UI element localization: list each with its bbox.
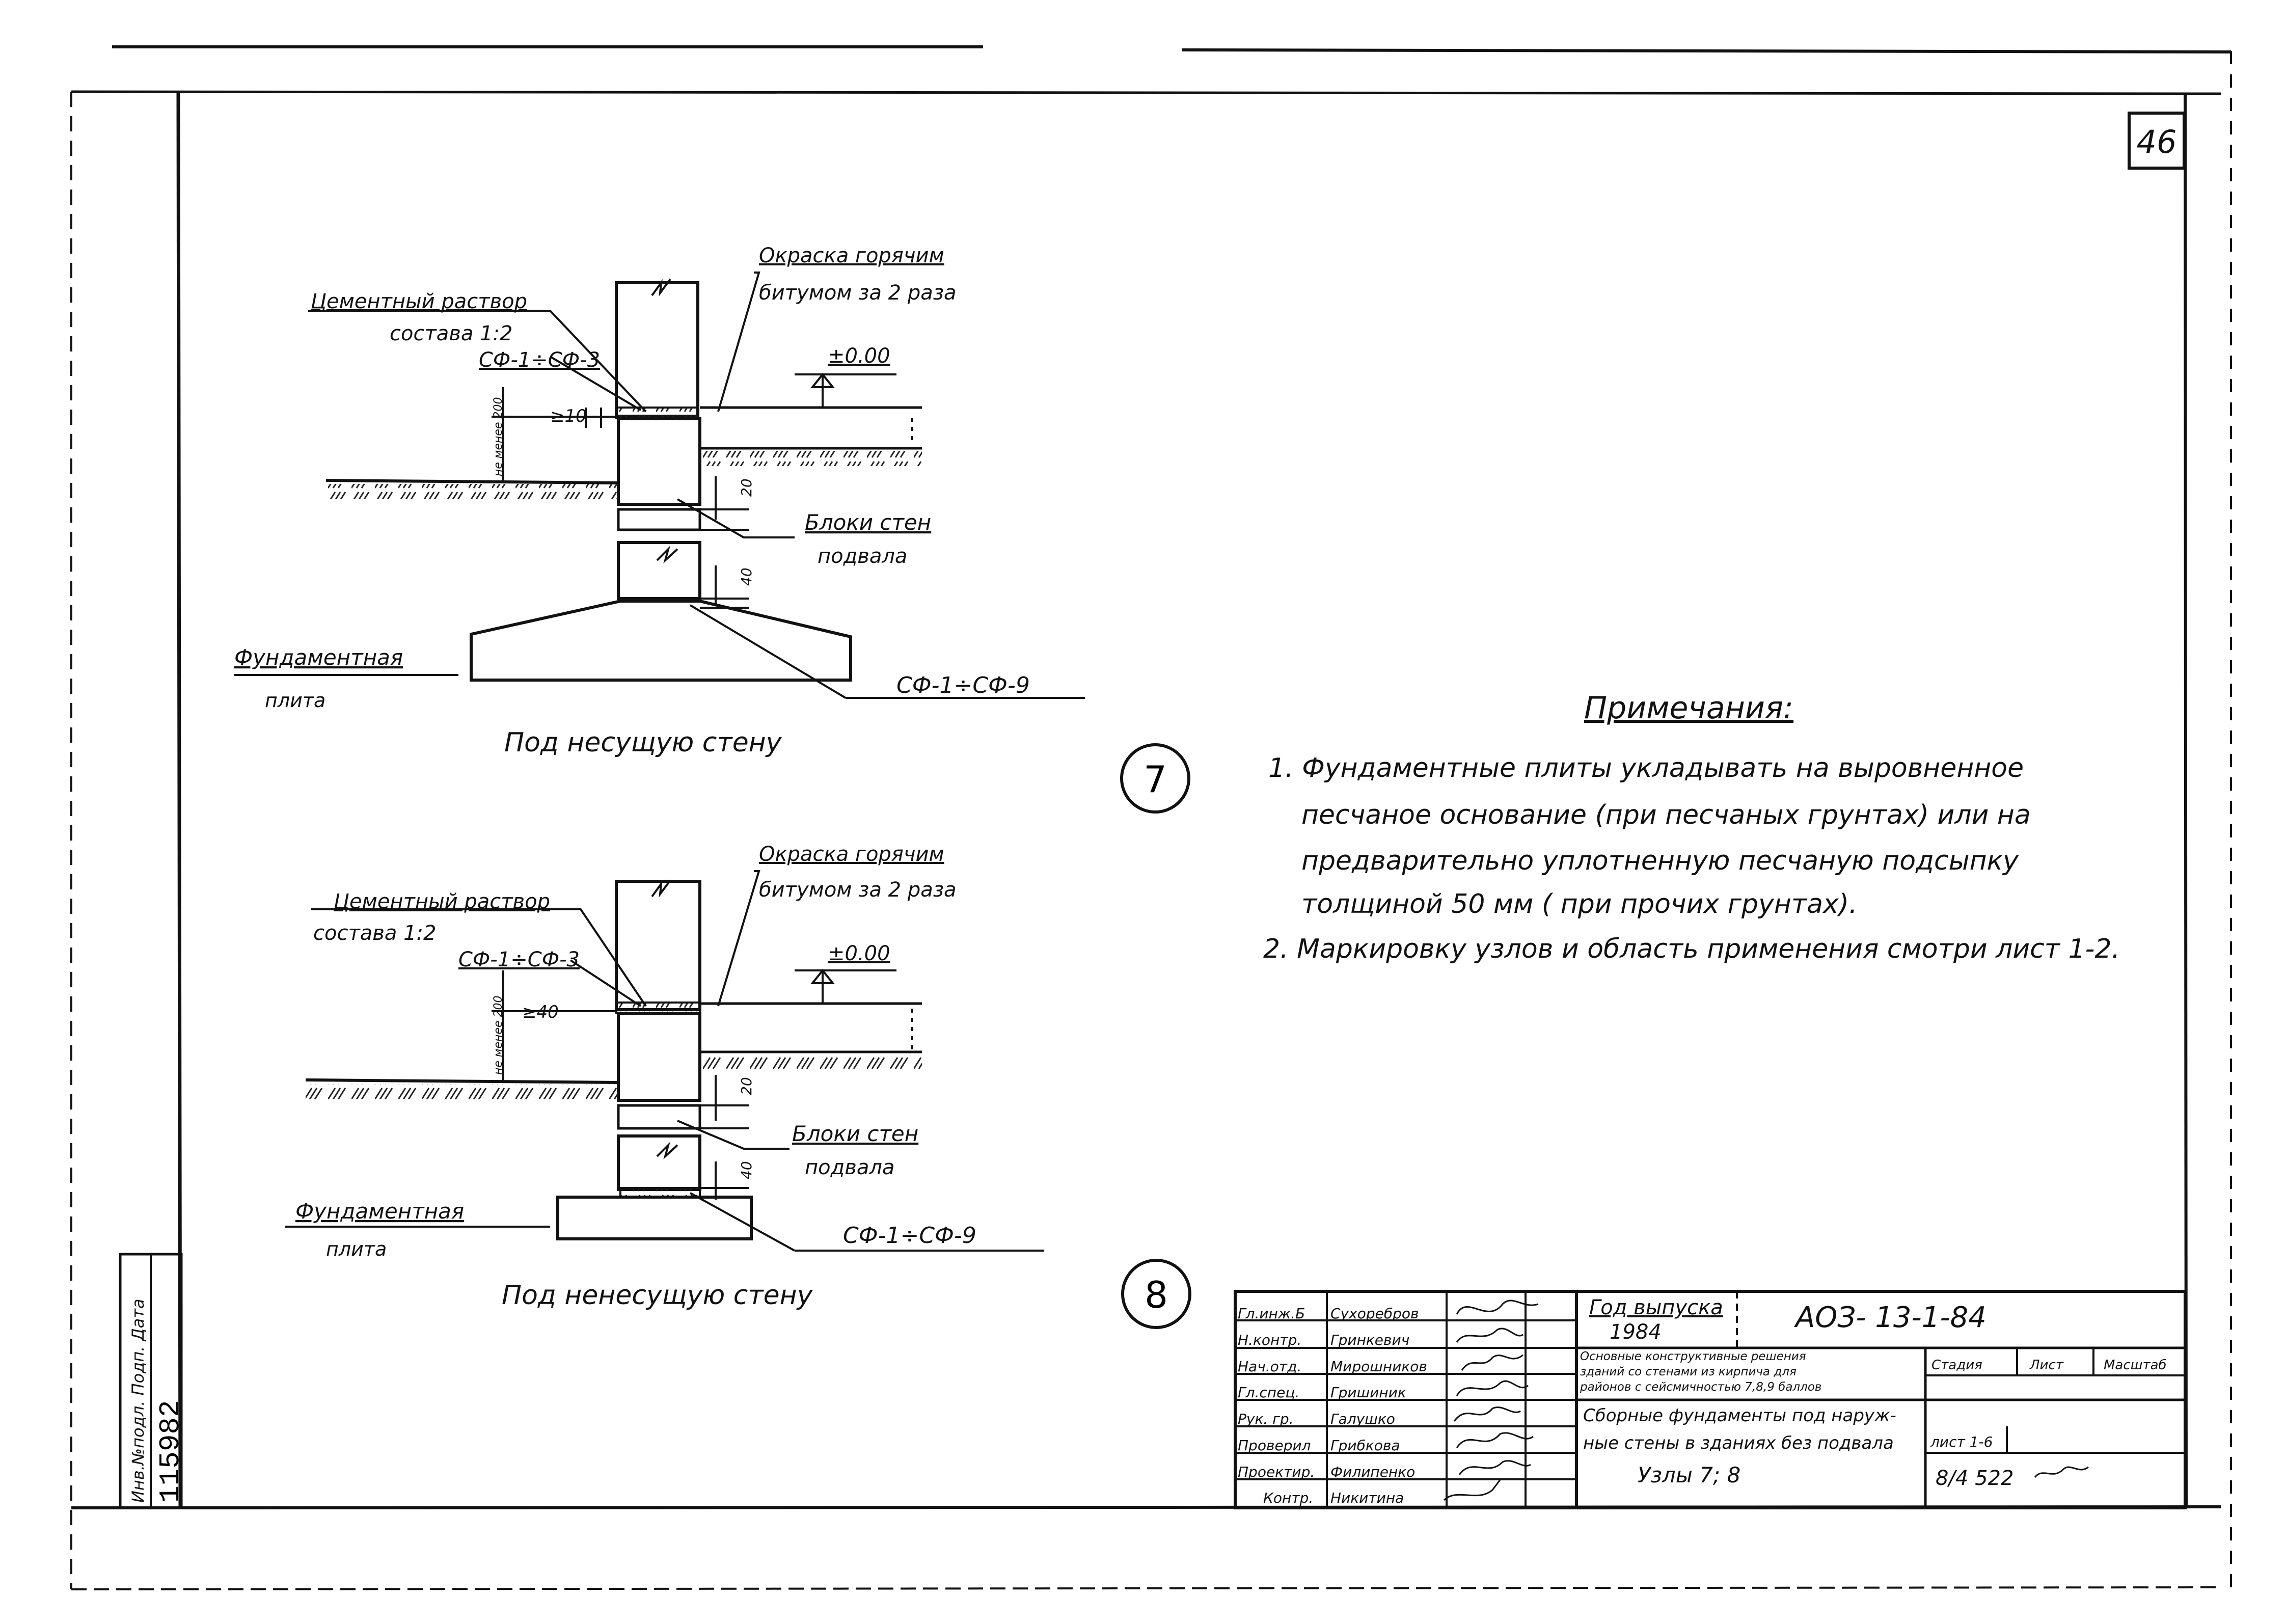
n8-blocks-line2: подвала — [805, 1156, 894, 1179]
sheet-ref: лист 1-6 — [1930, 1433, 1993, 1450]
n8-blocks-line1: Блоки стен — [792, 1121, 918, 1146]
role-0: Гл.инж.Б — [1238, 1305, 1305, 1322]
role-5: Проверил — [1238, 1437, 1311, 1454]
notes-block: Примечания: 1. Фундаментные плиты уклады… — [1263, 690, 2120, 964]
n8-sf-lower: СФ-1÷СФ-9 — [843, 1223, 976, 1249]
n7-level: ±0.00 — [828, 344, 890, 368]
series-desc-2: зданий со стенами из кирпича для — [1580, 1365, 1797, 1378]
title-line-2: ные стены в зданиях без подвала — [1583, 1433, 1894, 1453]
n7-slab-line1: Фундаментная — [234, 645, 403, 670]
series-desc-3: районов с сейсмичностью 7,8,9 баллов — [1580, 1381, 1821, 1394]
n8-mortar-line2: состава 1:2 — [313, 922, 436, 945]
node-8-detail: Окраска горячим битумом за 2 раза Цемент… — [285, 843, 1044, 1311]
signatures — [1443, 1300, 2089, 1501]
n8-level: ±0.00 — [828, 942, 890, 965]
n7-caption: Под несущую стену — [504, 727, 782, 758]
note-line-1: 1. Фундаментные плиты укладывать на выро… — [1268, 753, 2024, 783]
sheet-header: Лист — [2029, 1358, 2064, 1373]
series-desc-1: Основные конструктивные решения — [1580, 1350, 1806, 1363]
node-7-marker: 7 — [1120, 743, 1190, 814]
n8-slab-line1: Фундаментная — [295, 1199, 464, 1224]
note-line-3: предварительно уплотненную песчаную подс… — [1301, 846, 2019, 876]
name-1: Гринкевич — [1330, 1332, 1409, 1348]
doc-code: АОЗ- 13-1-84 — [1794, 1301, 1986, 1334]
n8-dim-40a: ≥40 — [522, 1002, 559, 1022]
doc-number: 8/4 522 — [1936, 1467, 2013, 1490]
name-5: Грибкова — [1330, 1437, 1400, 1454]
title-line-1: Сборные фундаменты под наруж- — [1583, 1405, 1896, 1426]
n8-dim-20: 20 — [738, 1077, 755, 1095]
title-block: Гл.инж.Б Н.контр. Нач.отд. Гл.спец. Рук.… — [1234, 1290, 2187, 1509]
n7-dim-min: не менее 200 — [492, 397, 505, 476]
name-2: Мирошников — [1330, 1358, 1427, 1375]
role-1: Н.контр. — [1238, 1332, 1301, 1348]
sheet-number-box: 46 — [2128, 112, 2186, 170]
stage-header: Стадия — [1931, 1358, 1982, 1373]
node-7-detail: Окраска горячим битумом за 2 раза Цемент… — [234, 244, 1085, 758]
role-7: Контр. — [1263, 1490, 1313, 1506]
scale-header: Масштаб — [2104, 1358, 2167, 1373]
role-4: Рук. гр. — [1238, 1411, 1294, 1427]
role-6: Проектир. — [1238, 1464, 1315, 1480]
n8-slab-line2: плита — [326, 1238, 387, 1260]
n7-blocks-line2: подвала — [818, 545, 907, 568]
n8-dim-min: не менее 200 — [492, 996, 505, 1075]
n8-paint-line1: Окраска горячим — [759, 843, 944, 866]
year-label: Год выпуска — [1589, 1296, 1723, 1319]
n7-dim-10: ≥10 — [550, 406, 587, 426]
n7-mortar-line1: Цементный раствор — [311, 290, 527, 313]
node-8-number: 8 — [1145, 1274, 1168, 1316]
name-6: Филипенко — [1330, 1464, 1415, 1480]
n7-blocks-line1: Блоки стен — [805, 510, 931, 535]
n8-mortar-line1: Цементный раствор — [334, 890, 550, 913]
sheet-number: 46 — [2137, 123, 2177, 160]
n8-dim-40: 40 — [738, 1161, 755, 1179]
n7-paint-line2: битумом за 2 раза — [759, 281, 957, 305]
node-8-marker: 8 — [1121, 1259, 1191, 1329]
year: 1984 — [1610, 1320, 1662, 1344]
notes-title: Примечания: — [1584, 690, 1793, 726]
inventory-stamp: Инв.№подл. Подп. Дата 115982 — [119, 1253, 187, 1509]
n8-paint-line2: битумом за 2 раза — [759, 878, 957, 902]
note-line-4: толщиной 50 мм ( при прочих грунтах). — [1301, 889, 1858, 919]
role-2: Нач.отд. — [1238, 1358, 1301, 1375]
name-7: Никитина — [1330, 1490, 1404, 1506]
note-line-5: 2. Маркировку узлов и область применения… — [1263, 934, 2120, 964]
n7-dim-20: 20 — [738, 478, 755, 497]
name-0: Сухоребров — [1330, 1305, 1419, 1322]
n8-sf-upper: СФ-1÷СФ-3 — [458, 948, 580, 971]
node-7-number: 7 — [1144, 758, 1167, 801]
n7-sf-lower: СФ-1÷СФ-9 — [896, 672, 1030, 698]
inventory-number: 115982 — [154, 1400, 187, 1503]
role-3: Гл.спец. — [1238, 1384, 1299, 1401]
name-3: Гришиник — [1330, 1384, 1406, 1401]
n7-mortar-line2: состава 1:2 — [390, 322, 512, 345]
n7-dim-40: 40 — [738, 567, 755, 586]
n8-caption: Под ненесущую стену — [502, 1280, 813, 1311]
title-line-3: Узлы 7; 8 — [1638, 1463, 1740, 1487]
n7-paint-line1: Окраска горячим — [759, 244, 944, 267]
inventory-label: Инв.№подл. Подп. Дата — [128, 1299, 148, 1503]
n7-slab-line2: плита — [265, 689, 325, 712]
sheet-frame — [70, 45, 2232, 1590]
name-4: Галушко — [1330, 1411, 1395, 1427]
n7-sf-upper: СФ-1÷СФ-3 — [479, 348, 600, 372]
note-line-2: песчаное основание (при песчаных грунтах… — [1301, 800, 2031, 830]
